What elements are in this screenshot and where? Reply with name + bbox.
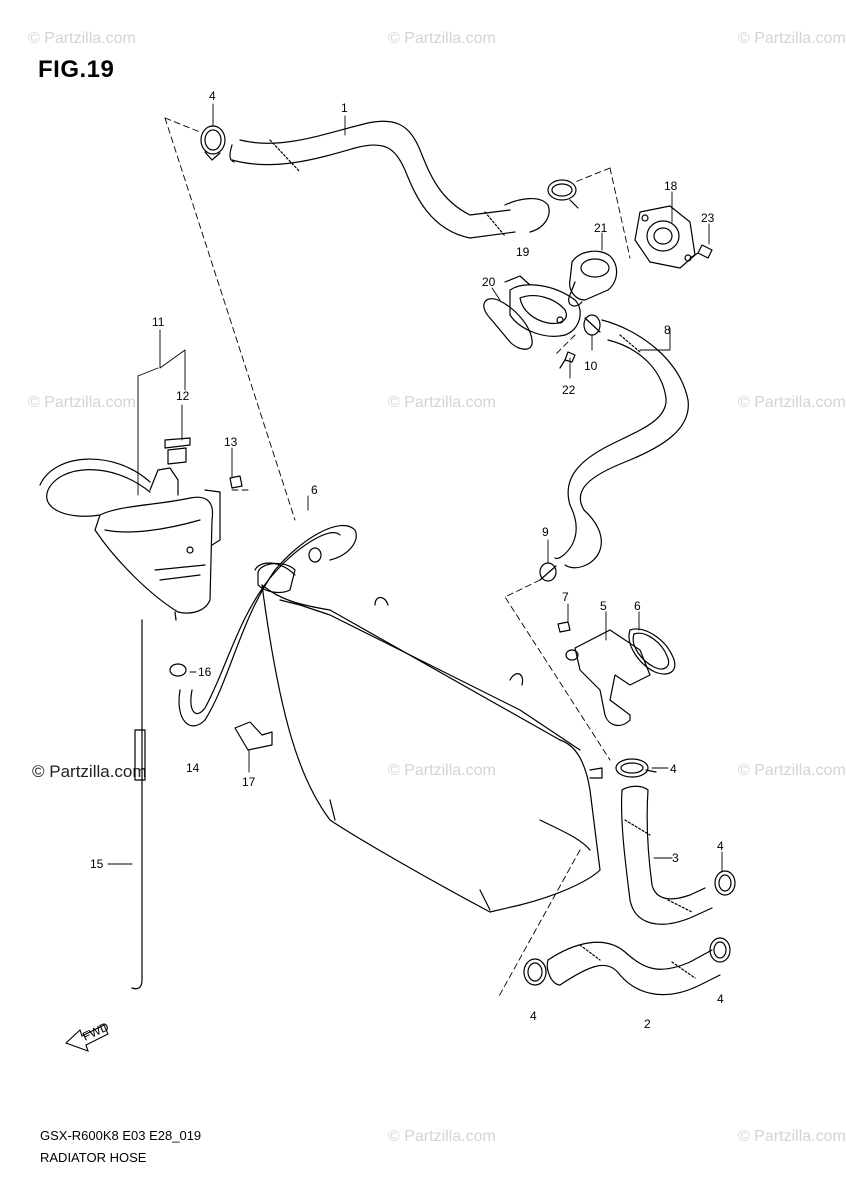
- watermark: © Partzilla.com: [388, 30, 496, 47]
- watermark: © Partzilla.com: [388, 762, 496, 779]
- watermark: © Partzilla.com: [738, 762, 846, 779]
- bolt: [689, 244, 713, 259]
- callout-6: 6: [634, 599, 641, 613]
- thermostat: [568, 250, 618, 307]
- callout-6: 6: [311, 483, 318, 497]
- reservoir-tank: [94, 467, 221, 621]
- bolt: [557, 621, 571, 633]
- callout-4: 4: [209, 89, 216, 103]
- thermostat-cap: [634, 205, 696, 269]
- overflow-hose: [131, 619, 146, 990]
- callout-11: 11: [152, 315, 165, 329]
- hose-clamp: [709, 937, 731, 963]
- callout-14: 14: [186, 761, 200, 775]
- hose-3: [620, 785, 713, 925]
- screw: [229, 475, 243, 489]
- callout-9: 9: [542, 525, 549, 539]
- hose-clamp: [169, 663, 187, 677]
- callout-7: 7: [562, 590, 569, 604]
- hose-clamp: [523, 958, 547, 986]
- callout-4: 4: [670, 762, 677, 776]
- callout-16: 16: [198, 665, 212, 679]
- hose-clamp: [308, 547, 322, 563]
- callout-4: 4: [717, 839, 724, 853]
- callout-12: 12: [176, 389, 190, 403]
- watermark: © Partzilla.com: [738, 1128, 846, 1145]
- watermark: © Partzilla.com: [388, 1128, 496, 1145]
- callout-21: 21: [594, 221, 608, 235]
- leader-lines: [107, 103, 723, 873]
- callout-23: 23: [701, 211, 715, 225]
- diagram-code: GSX-R600K8 E03 E28_019: [40, 1128, 202, 1143]
- clip: [234, 721, 273, 751]
- hose-2: [546, 941, 721, 996]
- hose-8: [554, 319, 689, 569]
- callout-19: 19: [516, 245, 530, 259]
- forward-arrow-icon: FWD: [64, 1019, 111, 1052]
- radiator-filler-neck: [257, 562, 296, 594]
- watermark: © Partzilla.com: [28, 30, 136, 47]
- hose-clamp: [539, 562, 557, 582]
- reservoir-hose: [39, 458, 151, 517]
- callout-2: 2: [644, 1017, 651, 1031]
- callout-4: 4: [530, 1009, 537, 1023]
- hose-clamp: [547, 179, 579, 209]
- watermark: © Partzilla.com: [388, 394, 496, 411]
- water-outlet: [565, 629, 651, 727]
- diagram-name: RADIATOR HOSE: [40, 1150, 147, 1165]
- callout-10: 10: [584, 359, 598, 373]
- callout-8: 8: [664, 323, 671, 337]
- watermark: © Partzilla.com: [28, 394, 136, 411]
- callout-17: 17: [242, 775, 256, 789]
- bolt: [559, 351, 576, 369]
- watermark: © Partzilla.com: [738, 394, 846, 411]
- callout-18: 18: [664, 179, 678, 193]
- assembly-lines: [164, 117, 631, 999]
- callout-3: 3: [672, 851, 679, 865]
- hose-clamp: [714, 870, 736, 896]
- callout-5: 5: [600, 599, 607, 613]
- hose-1: [229, 120, 550, 239]
- reservoir-cap: [164, 437, 191, 465]
- figure-title: FIG.19: [38, 56, 115, 83]
- callout-1: 1: [341, 101, 348, 115]
- hose-clamp: [583, 314, 601, 336]
- o-ring: [628, 628, 676, 675]
- callout-15: 15: [90, 857, 104, 871]
- hose-clamp: [200, 125, 226, 161]
- callout-20: 20: [482, 275, 496, 289]
- callout-4: 4: [717, 992, 724, 1006]
- thermostat-housing: [483, 275, 581, 350]
- callout-22: 22: [562, 383, 576, 397]
- hose-14: [178, 524, 357, 727]
- watermark-strong: © Partzilla.com: [32, 762, 147, 781]
- watermark: © Partzilla.com: [738, 30, 846, 47]
- callout-13: 13: [224, 435, 238, 449]
- hose-clamp: [615, 758, 657, 778]
- radiator: [254, 562, 603, 913]
